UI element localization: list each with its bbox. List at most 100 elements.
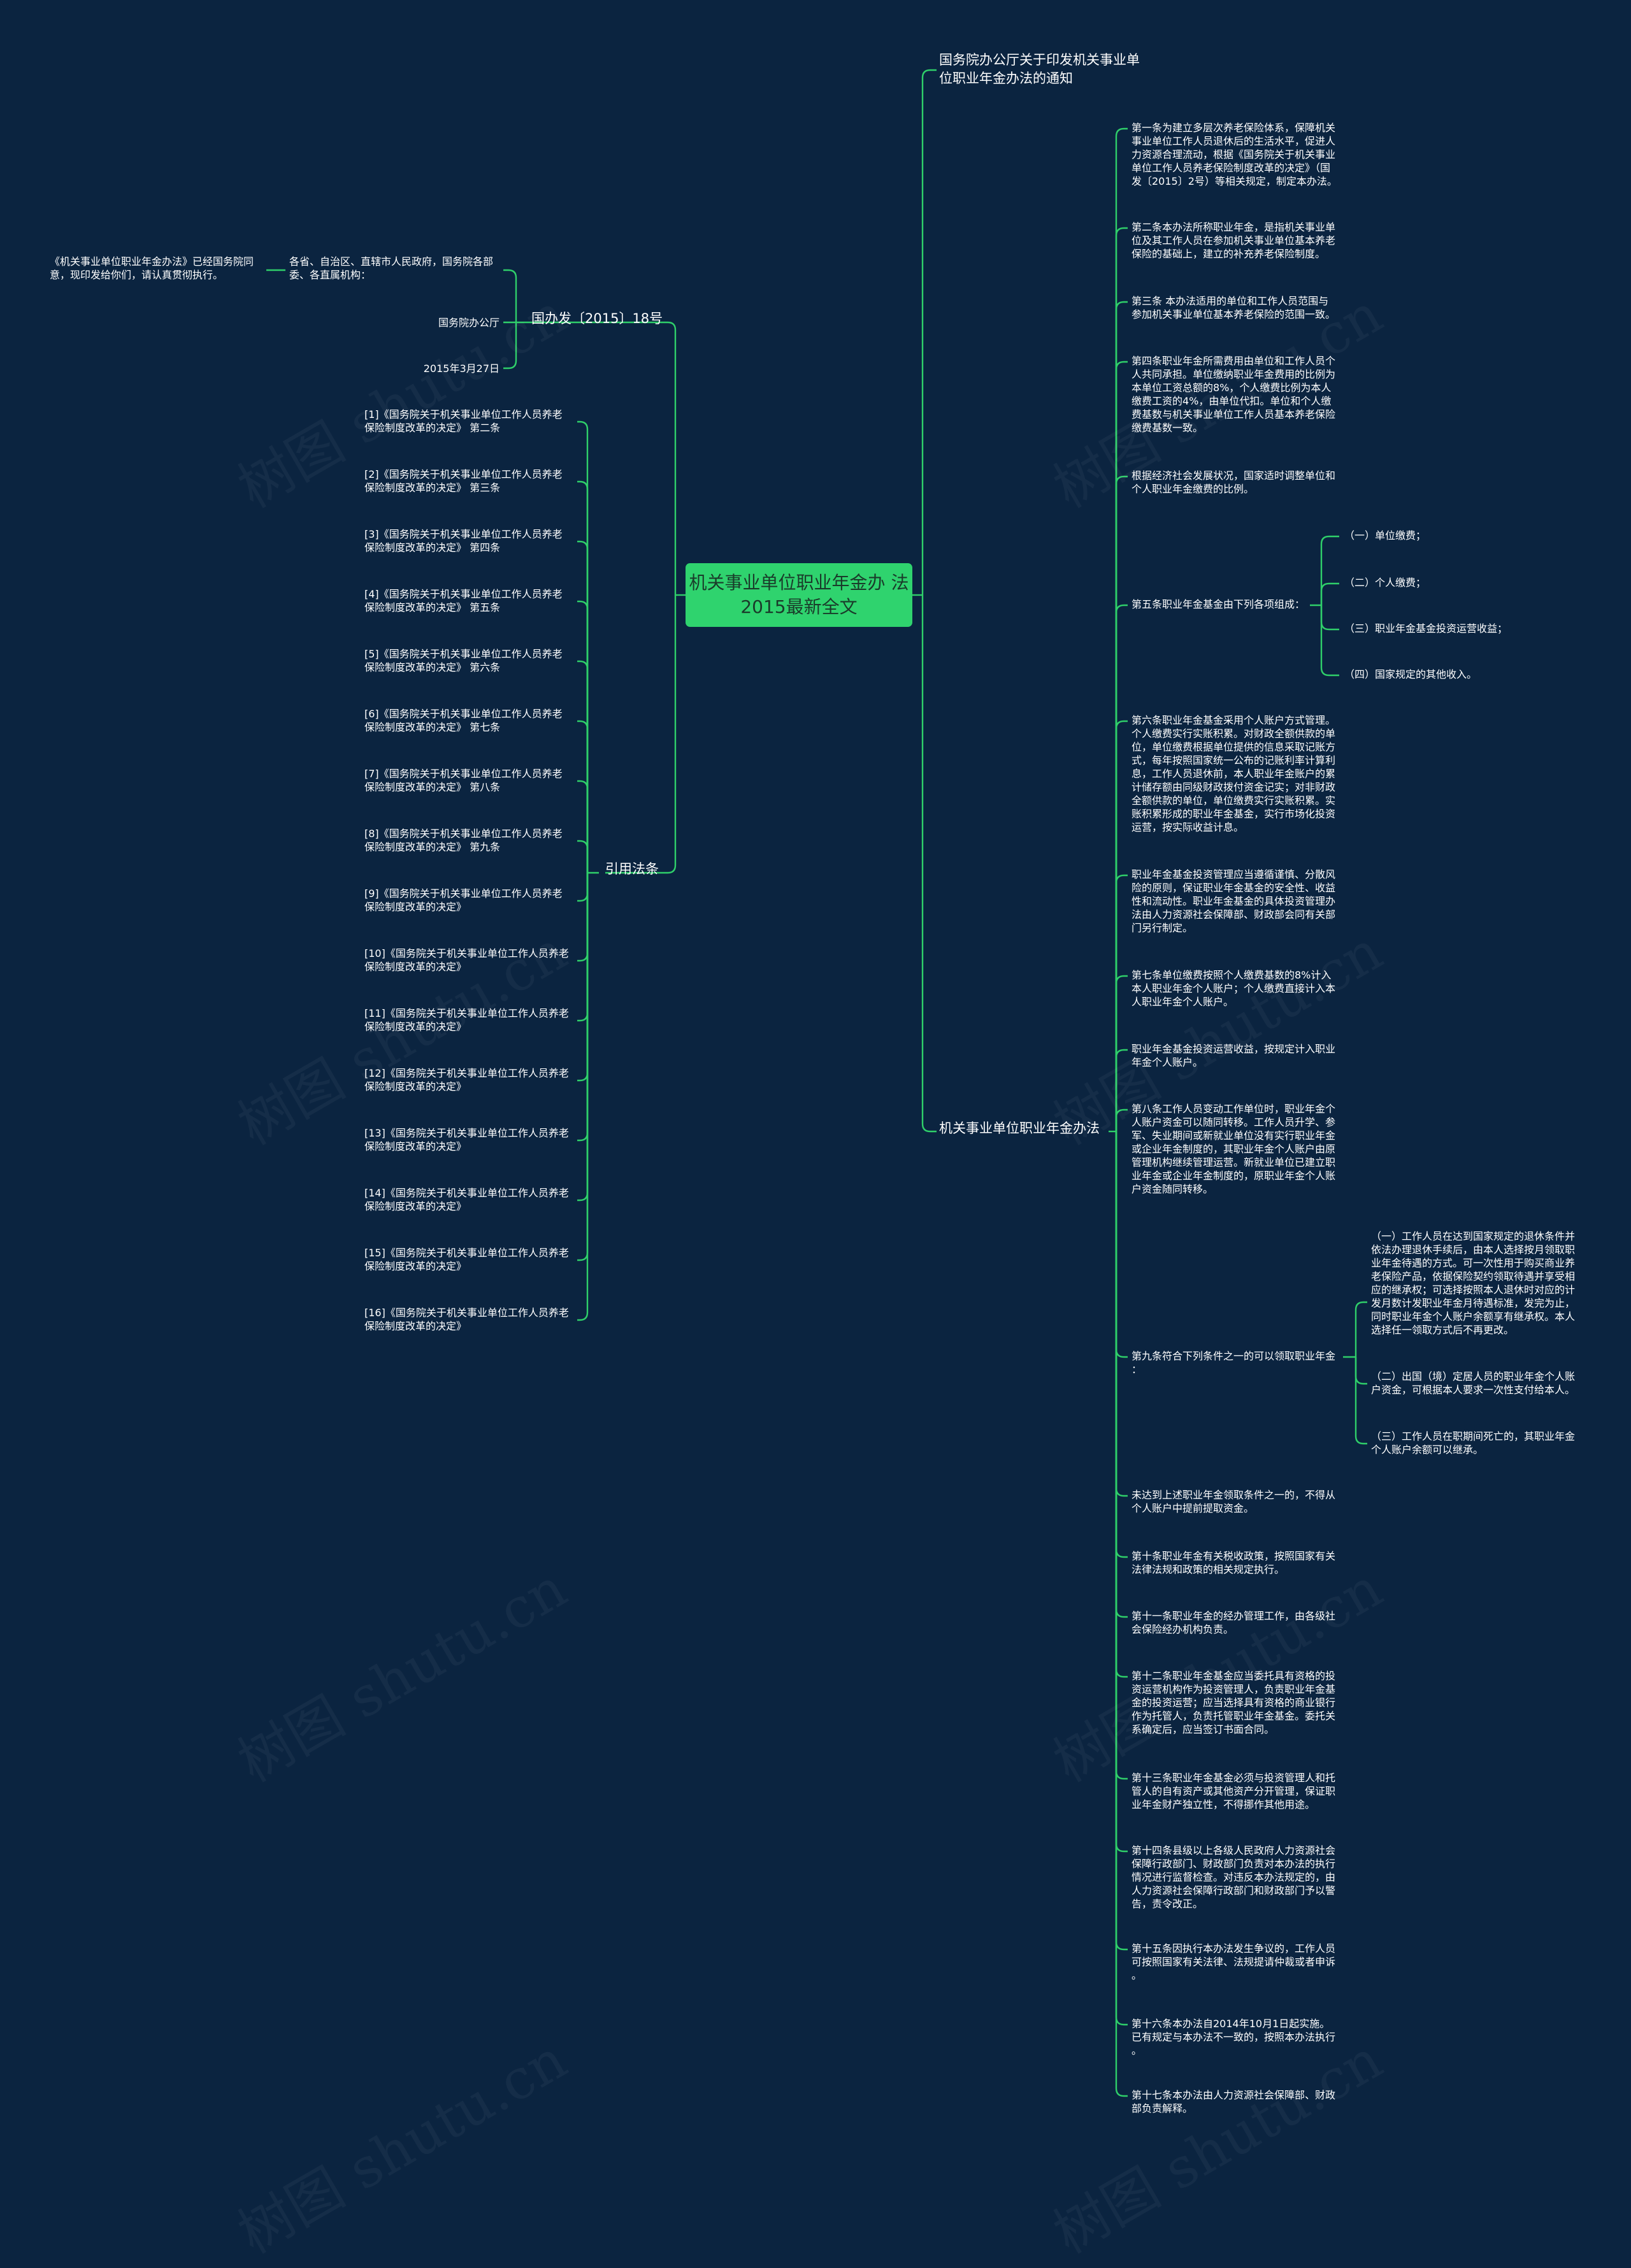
connector-refs	[577, 540, 589, 873]
docno-date[interactable]: 2015年3月27日	[423, 362, 499, 375]
connector-law	[1115, 1049, 1128, 1131]
connector-law	[1115, 1109, 1128, 1131]
connector-root-right	[921, 69, 937, 595]
connector-law	[1115, 301, 1128, 1131]
law-article[interactable]: 未达到上述职业年金领取条件之一的，不得从 个人账户中提前提取资金。	[1132, 1489, 1336, 1514]
ref-item[interactable]: [15]《国务院关于机关事业单位工作人员养老 保险制度改革的决定》	[364, 1247, 569, 1272]
connector-collect	[1354, 1357, 1367, 1385]
connector-refs	[577, 873, 589, 1082]
ref-item[interactable]: [3]《国务院关于机关事业单位工作人员养老 保险制度改革的决定》 第四条	[364, 528, 563, 554]
law-article[interactable]: 第一条为建立多层次养老保险体系，保障机关 事业单位工作人员退休后的生活水平，促进…	[1132, 122, 1337, 187]
ref-item[interactable]: [10]《国务院关于机关事业单位工作人员养老 保险制度改革的决定》	[364, 947, 569, 973]
law-article[interactable]: 第十七条本办法由人力资源社会保障部、财政 部负责解释。	[1132, 2089, 1336, 2114]
branch-notice[interactable]: 国务院办公厅关于印发机关事业单 位职业年金办法的通知	[939, 52, 1140, 86]
branch-docno[interactable]: 国办发〔2015〕18号	[531, 311, 663, 326]
connector-refs	[577, 420, 589, 873]
connector-fund	[1320, 582, 1339, 605]
connector-law	[1115, 227, 1128, 1131]
law-article[interactable]: 第十五条因执行本办法发生争议的，工作人员 可按照国家有关法律、法规提请仲裁或者申…	[1132, 1942, 1336, 1981]
connector-law	[1115, 1131, 1128, 2026]
law-article[interactable]: 第二条本办法所称职业年金，是指机关事业单 位及其工作人员在参加机关事业单位基本养…	[1132, 221, 1336, 260]
law-article[interactable]: 第十一条职业年金的经办管理工作，由各级社 会保险经办机构负责。	[1132, 1610, 1336, 1635]
law-article[interactable]: 职业年金基金投资管理应当遵循谨慎、分散风 险的原则，保证职业年金基金的安全性、收…	[1132, 868, 1336, 934]
law-article[interactable]: 第十条职业年金有关税收政策，按照国家有关 法律法规和政策的相关规定执行。	[1132, 1550, 1336, 1575]
connector-root-right	[921, 595, 937, 1133]
connector-law	[1115, 361, 1128, 1131]
ref-item[interactable]: [6]《国务院关于机关事业单位工作人员养老 保险制度改革的决定》 第七条	[364, 708, 563, 733]
connector-collect	[1354, 1301, 1367, 1357]
collect-item[interactable]: （三）工作人员在职期间死亡的，其职业年金 个人账户余额可以继承。	[1371, 1430, 1576, 1456]
ref-item[interactable]: [14]《国务院关于机关事业单位工作人员养老 保险制度改革的决定》	[364, 1187, 569, 1212]
ref-item[interactable]: [16]《国务院关于机关事业单位工作人员养老 保险制度改革的决定》	[364, 1307, 569, 1332]
connector-law	[1115, 1131, 1128, 1951]
fund-item[interactable]: （二）个人缴费；	[1344, 577, 1426, 589]
connector-fund	[1320, 605, 1339, 631]
connector-law	[1115, 1131, 1128, 1853]
docno-recipient[interactable]: 各省、自治区、直辖市人民政府，国务院各部 委、各直属机构：	[289, 255, 494, 281]
connector-law	[1115, 475, 1128, 1131]
docno-office[interactable]: 国务院办公厅	[438, 317, 499, 329]
law-article[interactable]: 第三条 本办法适用的单位和工作人员范围与 参加机关事业单位基本养老保险的范围一致…	[1132, 295, 1336, 320]
ref-item[interactable]: [8]《国务院关于机关事业单位工作人员养老 保险制度改革的决定》 第九条	[364, 828, 563, 853]
ref-item[interactable]: [13]《国务院关于机关事业单位工作人员养老 保险制度改革的决定》	[364, 1127, 569, 1152]
connector-law	[1115, 1131, 1128, 1358]
connector-law	[1115, 604, 1128, 1131]
connector-lines	[266, 69, 1367, 2097]
law-article[interactable]: 第九条符合下列条件之一的可以领取职业年金 ：	[1132, 1350, 1336, 1375]
connector-refs	[577, 873, 589, 1022]
connector-law	[1115, 874, 1128, 1131]
connector-law	[1115, 1131, 1128, 1678]
connector-refs	[577, 873, 589, 902]
law-article[interactable]: 第八条工作人员变动工作单位时，职业年金个 人账户资金可以随同转移。工作人员升学、…	[1132, 1103, 1336, 1195]
law-article[interactable]: 第十四条县级以上各级人民政府人力资源社会 保障行政部门、财政部门负责对本办法的执…	[1132, 1844, 1336, 1910]
fund-item[interactable]: （三）职业年金基金投资运营收益；	[1344, 622, 1508, 635]
connector-refs	[577, 873, 589, 1321]
law-article[interactable]: 第七条单位缴费按照个人缴费基数的8%计入 本人职业年金个人账户；个人缴费直接计入…	[1132, 969, 1336, 1008]
connector-law	[1115, 127, 1128, 1131]
ref-item[interactable]: [7]《国务院关于机关事业单位工作人员养老 保险制度改革的决定》 第八条	[364, 768, 563, 793]
ref-item[interactable]: [1]《国务院关于机关事业单位工作人员养老 保险制度改革的决定》 第二条	[364, 408, 563, 434]
fund-item[interactable]: （四）国家规定的其他收入。	[1344, 668, 1477, 680]
law-article[interactable]: 第五条职业年金基金由下列各项组成：	[1132, 598, 1305, 610]
fund-item[interactable]: （一）单位缴费；	[1344, 529, 1426, 542]
connector-fund	[1320, 535, 1339, 605]
connector-refs	[577, 480, 589, 873]
law-article[interactable]: 根据经济社会发展状况，国家适时调整单位和 个人职业年金缴费的比例。	[1132, 470, 1336, 495]
branch-refs[interactable]: 引用法条	[605, 861, 659, 877]
connector-refs	[577, 873, 589, 962]
connector-docno	[503, 322, 517, 370]
ref-item[interactable]: [2]《国务院关于机关事业单位工作人员养老 保险制度改革的决定》 第三条	[364, 468, 563, 494]
connector-refs	[577, 600, 589, 873]
law-article[interactable]: 职业年金基金投资运营收益，按规定计入职业 年金个人账户。	[1132, 1043, 1336, 1068]
law-article[interactable]: 第十六条本办法自2014年10月1日起实施。 已有规定与本办法不一致的，按照本办…	[1132, 2018, 1336, 2056]
connector-root-left	[663, 595, 677, 874]
docno-recipient-child[interactable]: 《机关事业单位职业年金办法》已经国务院同 意，现印发给你们，请认真贯彻执行。	[50, 255, 254, 281]
law-article[interactable]: 第四条职业年金所需费用由单位和工作人员个 人共同承担。单位缴纳职业年金费用的比例…	[1132, 355, 1336, 434]
law-article[interactable]: 第六条职业年金基金采用个人账户方式管理。 个人缴费实行实账积累。对财政全额供款的…	[1132, 714, 1336, 833]
connector-refs	[577, 873, 589, 1142]
connector-law	[1115, 1131, 1128, 2097]
branch-law[interactable]: 机关事业单位职业年金办法	[939, 1121, 1100, 1136]
law-article[interactable]: 第十二条职业年金基金应当委托具有资格的投 资运营机构作为投资管理人，负责职业年金…	[1132, 1670, 1336, 1735]
connector-refs	[577, 840, 589, 873]
connector-collect	[1354, 1357, 1367, 1445]
ref-item[interactable]: [11]《国务院关于机关事业单位工作人员养老 保险制度改革的决定》	[364, 1007, 569, 1033]
ref-item[interactable]: [5]《国务院关于机关事业单位工作人员养老 保险制度改革的决定》 第六条	[364, 648, 563, 673]
connector-docno	[503, 269, 517, 322]
ref-item[interactable]: [4]《国务院关于机关事业单位工作人员养老 保险制度改革的决定》 第五条	[364, 588, 563, 614]
connector-refs	[577, 780, 589, 873]
connector-law	[1115, 1131, 1128, 1780]
connector-refs	[577, 720, 589, 873]
connector-refs	[577, 873, 589, 1261]
connector-law	[1115, 1131, 1128, 1618]
connector-refs	[577, 873, 589, 1202]
collect-item[interactable]: （一）工作人员在达到国家规定的退休条件并 依法办理退休手续后，由本人选择按月领取…	[1371, 1230, 1576, 1336]
ref-item[interactable]: [12]《国务院关于机关事业单位工作人员养老 保险制度改革的决定》	[364, 1067, 569, 1093]
collect-item[interactable]: （二）出国（境）定居人员的职业年金个人账 户资金，可根据本人要求一次性支付给本人…	[1371, 1370, 1576, 1396]
connector-law	[1115, 975, 1128, 1131]
root-topic[interactable]: 机关事业单位职业年金办 法2015最新全文	[686, 563, 912, 627]
connector-law	[1115, 720, 1128, 1131]
law-article[interactable]: 第十三条职业年金基金必须与投资管理人和托 管人的自有资产或其他资产分开管理，保证…	[1132, 1772, 1336, 1811]
ref-item[interactable]: [9]《国务院关于机关事业单位工作人员养老 保险制度改革的决定》	[364, 887, 563, 913]
connector-refs	[577, 660, 589, 873]
